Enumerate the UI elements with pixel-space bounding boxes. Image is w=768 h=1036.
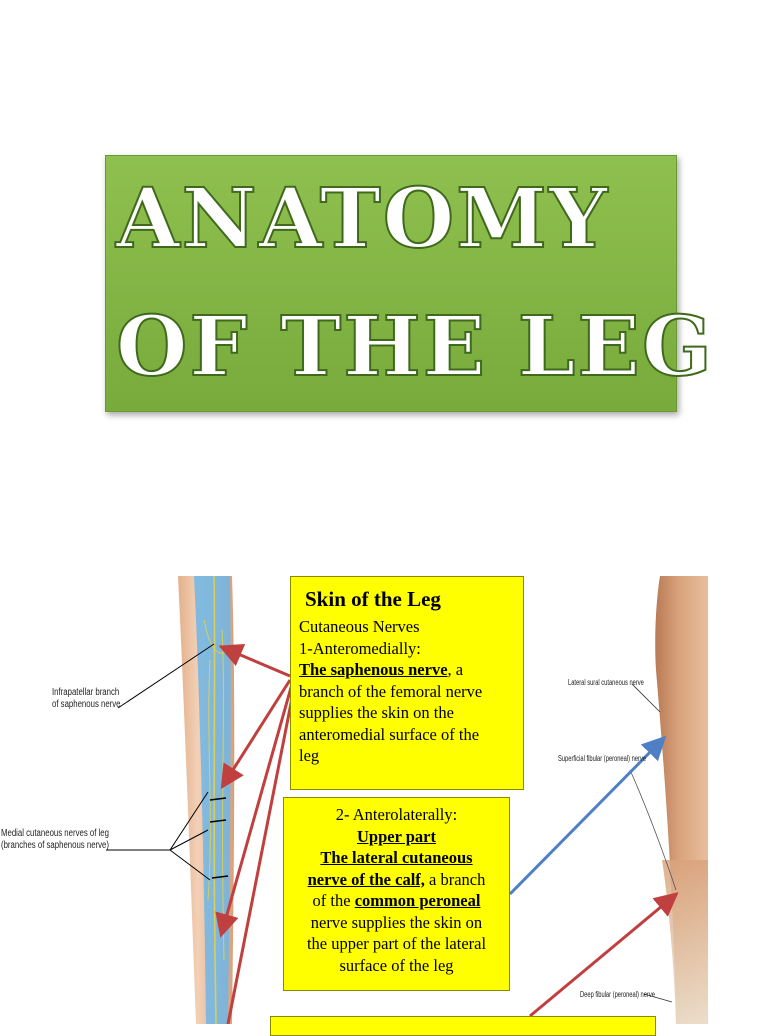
infrapatellar-leader (117, 643, 215, 709)
label-lateral-sural-nerve: Lateral sural cutaneous nerve (568, 678, 644, 687)
saphenous-nerve (213, 575, 217, 1024)
medial-leader-ticks (209, 797, 229, 879)
red-arrow (226, 687, 296, 1024)
red-arrow (220, 679, 292, 790)
label-superficial-fibular-nerve: Superficial fibular (peroneal) nerve (558, 754, 647, 763)
red-arrow (218, 643, 291, 678)
anterolateral-callout: 2- Anterolaterally: Upper part The later… (283, 797, 510, 991)
saphenous-nerve-term: The saphenous nerve (299, 660, 448, 679)
red-arrow (529, 892, 679, 1018)
label-medial-cutaneous-nerves: Medial cutaneous nerves of leg (branches… (1, 828, 109, 851)
cutoff-callout (270, 1016, 656, 1036)
skin-of-leg-callout: Skin of the Leg Cutaneous Nerves 1-Anter… (290, 576, 524, 790)
medial-leader (106, 791, 211, 881)
label-deep-fibular-nerve: Deep fibular (peroneal) nerve (580, 990, 655, 999)
common-peroneal-term: common peroneal (354, 891, 481, 910)
anatomy-figure: Infrapatellar branch of saphenous nerve … (0, 560, 768, 1036)
superficial-fibular-nerve (629, 769, 677, 891)
lateral-cutaneous-term: nerve of the calf, (307, 869, 425, 889)
nerve-branch (207, 659, 211, 901)
red-arrow (215, 683, 294, 938)
title-line-1: Anatomy (115, 171, 610, 267)
blue-arrow (508, 735, 667, 896)
label-infrapatellar-branch: Infrapatellar branch of saphenous nerve (52, 687, 121, 710)
title-line-2: of the Leg (115, 299, 714, 395)
right-foot (662, 860, 708, 1024)
leg-illustration (106, 575, 708, 1024)
callout-heading: Skin of the Leg (305, 587, 441, 611)
lateral-sural-leader (631, 683, 661, 713)
deep-fibular-leader (643, 993, 673, 1003)
title-banner: Anatomy of the Leg (105, 155, 713, 412)
